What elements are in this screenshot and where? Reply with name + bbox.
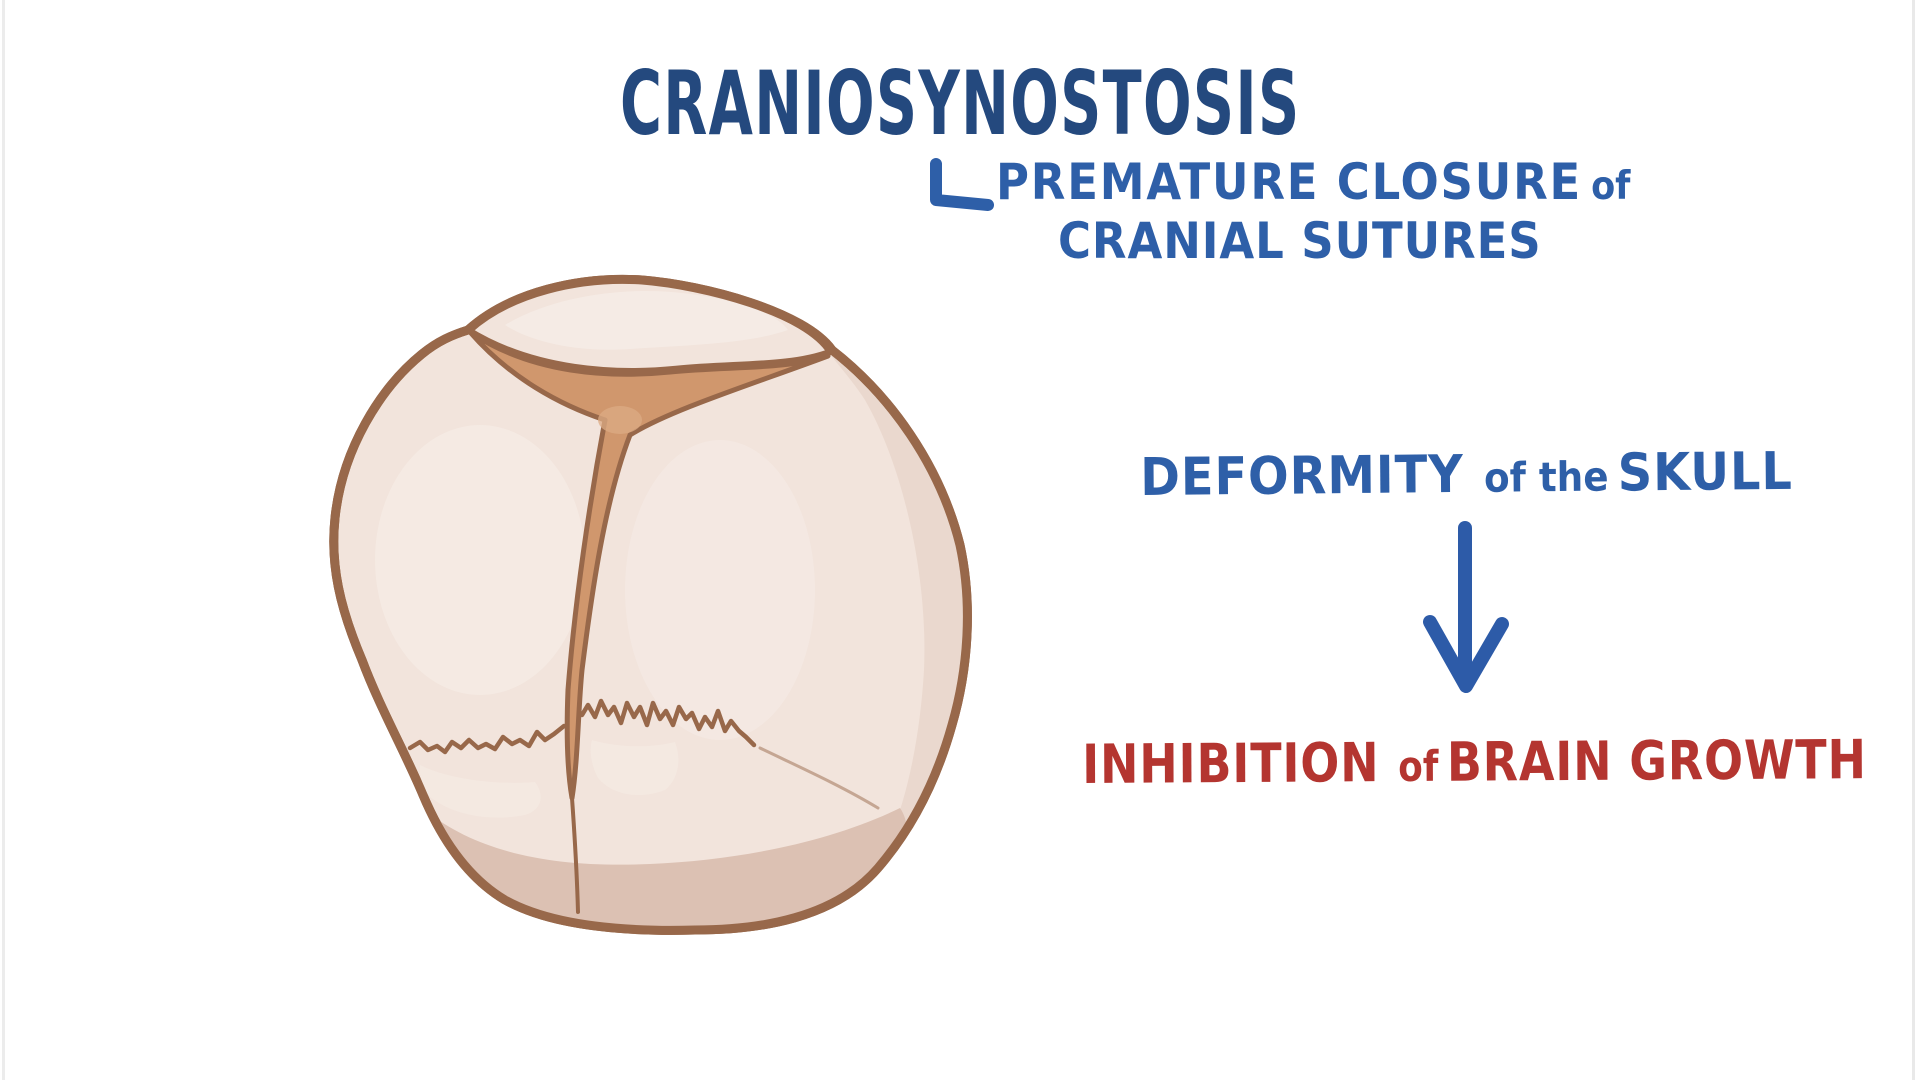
skull-right-shading — [830, 354, 965, 865]
lambdoid-suture-right — [579, 698, 757, 748]
definition-line1-caps: PREMATURE CLOSURE — [996, 153, 1583, 211]
elbow-bracket-stroke — [930, 158, 994, 211]
definition-line1-of: of — [1591, 164, 1631, 209]
sagittal-suture-lower-line — [570, 796, 580, 914]
skull-outline-overstroke — [329, 274, 972, 935]
lambdoid-suture-right-fade — [758, 746, 880, 810]
page-edge-line-right — [1912, 0, 1915, 1080]
inhibition-caps2: BRAIN GROWTH — [1446, 728, 1867, 794]
page-edge-line-left — [2, 0, 5, 1080]
frontal-bone-highlight — [505, 290, 788, 350]
arrow-head — [1423, 615, 1509, 693]
skull-light-patch-left — [419, 765, 541, 818]
page-title: CRANIOSYNOSTOSIS — [620, 52, 1301, 155]
lambdoid-suture-left — [407, 723, 567, 755]
deformity-caps2: SKULL — [1617, 441, 1794, 504]
definition-line-2: CRANIAL SUTURES — [1058, 212, 1542, 270]
deformity-caps1: DEFORMITY — [1139, 444, 1464, 508]
inhibition-small: of — [1398, 741, 1439, 792]
deformity-small: of the — [1483, 452, 1609, 502]
skull-light-patch-right — [590, 740, 679, 796]
skull-occipital-shading — [425, 808, 907, 931]
infant-skull-illustration — [329, 274, 972, 935]
skull-highlight-left-parietal — [375, 425, 585, 695]
inhibition-caps1: INHIBITION — [1081, 731, 1380, 796]
arrow-down-icon — [1423, 521, 1509, 693]
elbow-bracket-icon — [930, 158, 994, 211]
skull-highlight-right-parietal — [625, 440, 815, 740]
fontanelle-inner-highlight — [598, 406, 642, 434]
